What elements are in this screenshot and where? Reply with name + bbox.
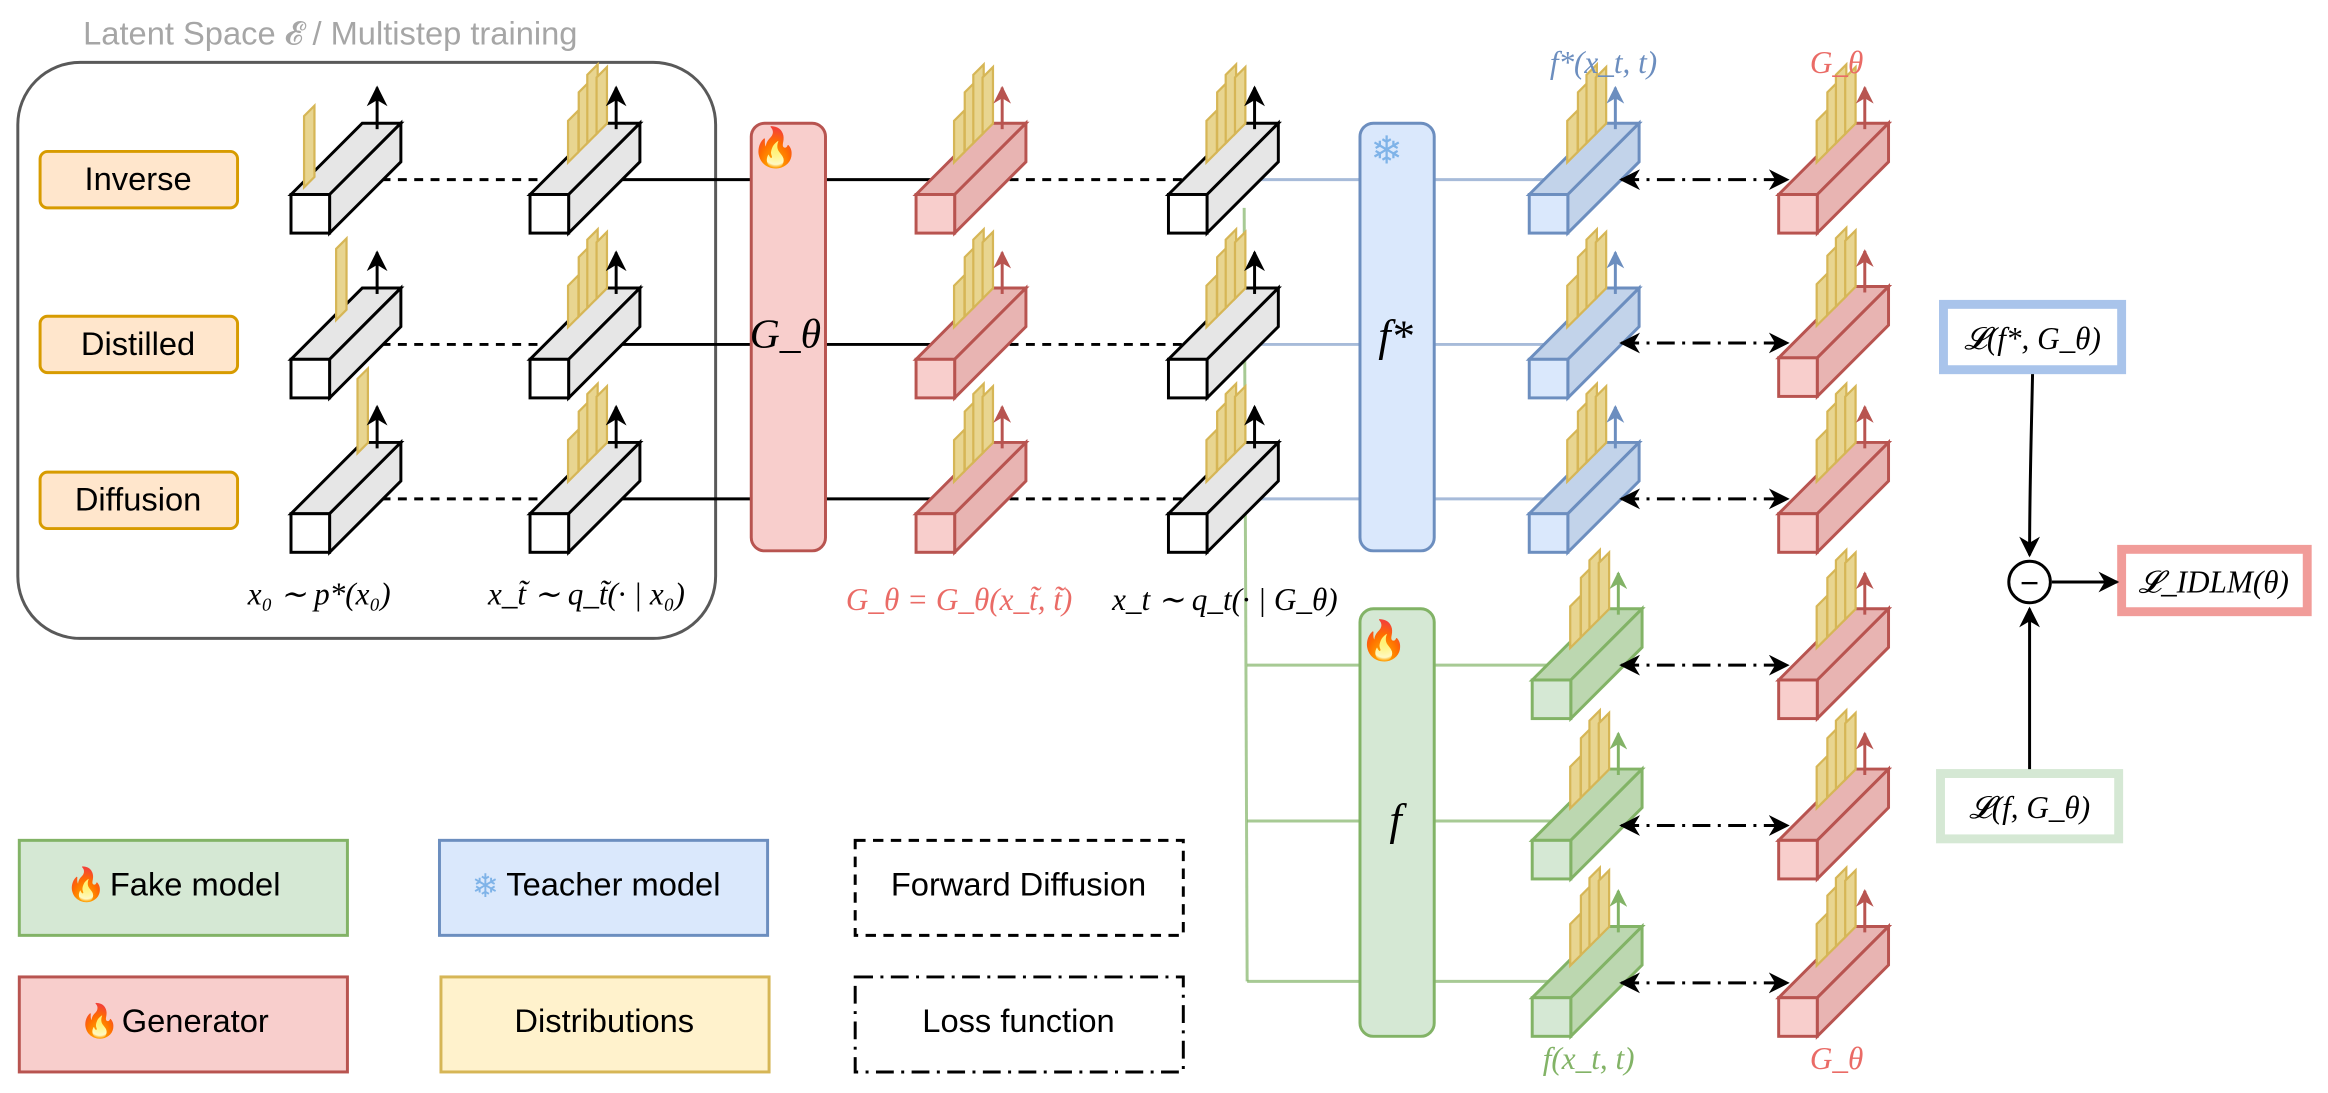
generator-output-box-0 — [912, 61, 1030, 237]
latent-space-container — [16, 60, 718, 640]
x0-box-distilled — [287, 235, 405, 402]
teacher-output-box-2 — [1525, 381, 1643, 556]
legend-loss-function-label: Loss function — [922, 1002, 1114, 1039]
teacher-snowflake-icon: ❄ — [1371, 129, 1403, 172]
legend-teacher-model: ❄ Teacher model — [437, 838, 770, 937]
xt-tilde-box-2 — [526, 381, 644, 556]
x0-box-inverse — [287, 85, 405, 237]
fake-output-box-2 — [1528, 865, 1646, 1040]
connection-lines — [365, 178, 1553, 983]
distribution-boxes — [287, 61, 1893, 1040]
fake-output-label: f(x_t, t) — [1543, 1041, 1635, 1076]
legend-fake-model: 🔥 Fake model — [17, 838, 349, 937]
forward-sample-label: x_t ∼ q_t(· | G_θ) — [1111, 582, 1338, 617]
task-label-distilled: Distilled — [81, 325, 195, 362]
generator-target-box-4 — [1775, 707, 1893, 883]
generator-target-label-bottom: G_θ — [1810, 1041, 1863, 1076]
generator-output-label: G_θ = G_θ(x_t̃, t̃) — [846, 582, 1072, 617]
legend-fire-icon-generator: 🔥 — [79, 1002, 120, 1040]
task-label-diffusion: Diffusion — [75, 481, 201, 518]
task-box-inverse: Inverse — [38, 149, 240, 210]
fake-loss-label: 𝓛(f, G_θ) — [1969, 790, 2090, 825]
total-loss-box: 𝓛_IDLM(θ) — [2117, 544, 2312, 617]
fake-fire-icon: 🔥 — [1360, 618, 1408, 662]
legend-generator: 🔥 Generator — [17, 975, 349, 1074]
teacher-output-box-0 — [1525, 61, 1643, 237]
generator-target-box-1 — [1775, 225, 1893, 400]
generator-target-box-0 — [1775, 61, 1893, 237]
xt-tilde-box-1 — [526, 226, 644, 402]
xt-tilde-box-0 — [526, 61, 644, 237]
xt-box-2 — [1164, 381, 1282, 556]
legend-distributions-label: Distributions — [514, 1002, 694, 1039]
generator-symbol: G_θ — [750, 310, 821, 356]
legend-snowflake-icon: ❄ — [472, 867, 499, 904]
teacher-loss-arrow — [2019, 374, 2040, 558]
teacher-symbol: f* — [1378, 310, 1413, 360]
fake-model-block: 🔥 f — [1358, 607, 1436, 1038]
legend-generator-label: Generator — [122, 1002, 269, 1039]
fake-loss-box: 𝓛(f, G_θ) — [1936, 769, 2124, 844]
x0-distribution-label: x₀ ∼ p*(x₀) — [247, 576, 391, 611]
task-box-distilled: Distilled — [38, 314, 240, 375]
x0-box-diffusion — [287, 365, 405, 556]
generator-target-box-5 — [1775, 865, 1893, 1040]
teacher-loss-label: 𝓛(f*, G_θ) — [1964, 321, 2101, 356]
generator-target-label-top: G_θ — [1810, 45, 1863, 80]
legend-forward-diffusion: Forward Diffusion — [853, 838, 1185, 937]
generator-target-box-2 — [1775, 381, 1893, 556]
legend-fire-icon-fake: 🔥 — [66, 865, 107, 903]
latent-space-title: Latent Space 𝓔 / Multistep training — [83, 15, 577, 52]
teacher-model-block: ❄ f* — [1358, 121, 1436, 553]
legend-distributions: Distributions — [439, 975, 771, 1074]
loss-arrows — [1619, 169, 1790, 994]
generator-output-box-1 — [912, 226, 1030, 402]
fake-output-box-0 — [1528, 547, 1646, 723]
task-box-diffusion: Diffusion — [38, 470, 240, 531]
xt-tilde-distribution-label: x_t̃ ∼ q_t̃(· | x₀) — [487, 576, 685, 611]
minus-symbol: − — [2020, 564, 2039, 601]
legend-fake-model-label: Fake model — [110, 865, 281, 902]
minus-operator: − — [2007, 559, 2052, 605]
generator-fire-icon: 🔥 — [751, 125, 799, 169]
legend-teacher-model-label: Teacher model — [506, 865, 720, 902]
generator-output-box-2 — [912, 381, 1030, 556]
teacher-output-box-1 — [1525, 226, 1643, 402]
teacher-output-label: f*(x_t, t) — [1550, 45, 1657, 80]
generator-target-box-3 — [1775, 547, 1893, 723]
legend-forward-diffusion-label: Forward Diffusion — [891, 865, 1146, 902]
legend-loss-function: Loss function — [853, 975, 1185, 1074]
task-label-inverse: Inverse — [85, 160, 192, 197]
generator-block: 🔥 G_θ — [749, 121, 827, 553]
teacher-loss-box: 𝓛(f*, G_θ) — [1939, 299, 2127, 375]
xt-box-1 — [1164, 226, 1282, 402]
xt-box-0 — [1164, 61, 1282, 237]
total-loss-label: 𝓛_IDLM(θ) — [2138, 564, 2288, 599]
fake-output-box-1 — [1528, 707, 1646, 883]
